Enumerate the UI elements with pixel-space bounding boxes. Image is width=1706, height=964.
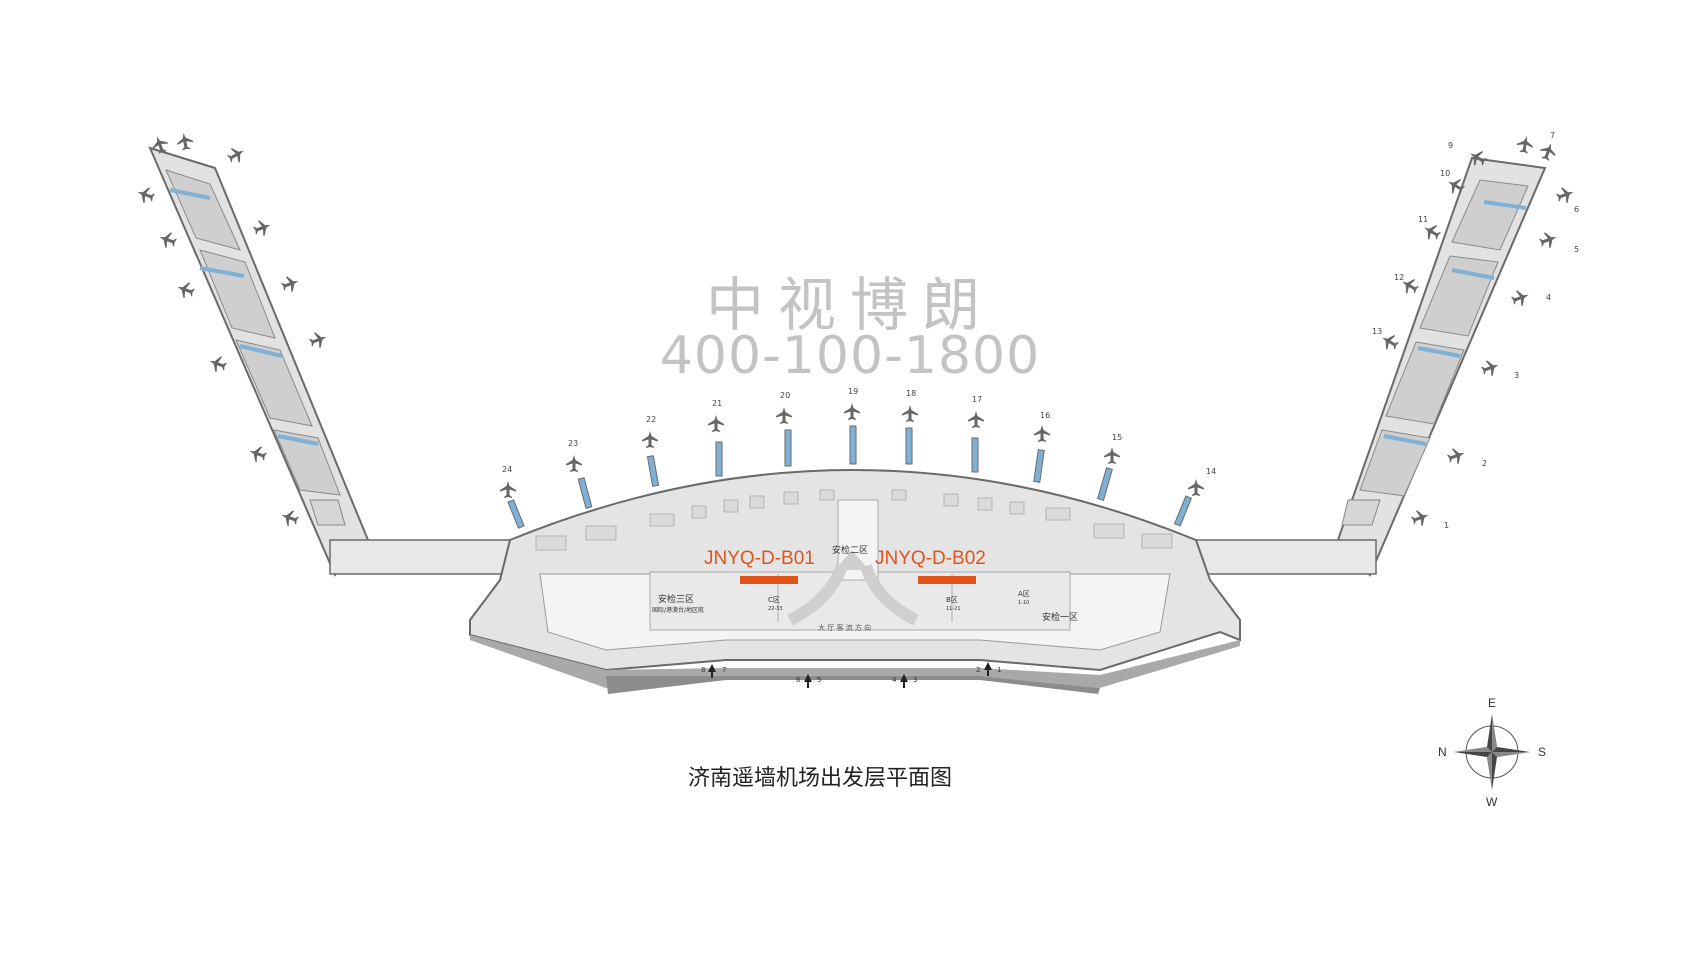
gate-label: 22 (646, 415, 656, 424)
entrance-label: 4 (892, 676, 897, 684)
security-zone-2: 安检二区 (832, 544, 868, 556)
gate-label: 19 (848, 387, 858, 396)
ad-spot-b01-label[interactable]: JNYQ-D-B01 (704, 548, 815, 569)
entrances: 8 7 6 5 4 3 2 1 (701, 662, 1001, 688)
gate-label: 20 (780, 391, 790, 400)
compass-e: E (1488, 696, 1497, 710)
gate-label: 10 (1440, 169, 1450, 178)
entrance-label: 2 (976, 666, 980, 674)
map-title: 济南遥墙机场出发层平面图 (687, 766, 952, 791)
gate-label: 24 (502, 465, 512, 474)
gate-label: 6 (1574, 205, 1579, 214)
right-pier (1336, 134, 1577, 577)
gate-label: 11 (1418, 215, 1428, 224)
security-zone-3-sub: 国际/港澳台/地区航 (652, 606, 704, 614)
gate-numbers: 24 23 22 21 20 19 18 17 16 15 14 9 10 11… (502, 131, 1579, 530)
checkin-zone-b-range: 11-21 (946, 606, 961, 612)
security-zone-3: 安检三区 (658, 593, 694, 605)
checkin-zone-b: B区 (946, 596, 958, 604)
gate-label: 16 (1040, 411, 1050, 420)
gate-label: 21 (712, 399, 722, 408)
connectors (329, 539, 1377, 575)
watermark-phone: 400-100-1800 (659, 326, 1041, 386)
left-pier (134, 131, 370, 577)
gate-label: 13 (1372, 327, 1382, 336)
checkin-zone-c: C区 (768, 596, 780, 604)
entrance-label: 8 (701, 666, 705, 674)
gate-label: 5 (1574, 245, 1579, 254)
gate-label: 1 (1444, 521, 1449, 530)
gate-label: 2 (1482, 459, 1487, 468)
ad-spot-b02-label[interactable]: JNYQ-D-B02 (875, 548, 986, 569)
center-jetways (500, 403, 1204, 529)
gate-label: 15 (1112, 433, 1122, 442)
gate-label: 3 (1514, 371, 1519, 380)
entrance-label: 1 (997, 666, 1001, 674)
compass-n: N (1438, 745, 1447, 759)
entrance-label: 3 (913, 676, 917, 684)
entrance-label: 7 (722, 666, 726, 674)
entrance-label: 5 (817, 676, 821, 684)
watermark-brand: 中视博朗 (705, 271, 994, 339)
gate-label: 17 (972, 395, 982, 404)
gate-label: 14 (1206, 467, 1216, 476)
compass-rose (1454, 714, 1530, 790)
gate-label: 4 (1546, 293, 1551, 302)
compass-w: W (1486, 795, 1498, 809)
entrance-label: 6 (796, 676, 801, 684)
gate-label: 18 (906, 389, 916, 398)
zone-labels: 安检三区 国际/港澳台/地区航 安检二区 安检一区 C区 22-33 B区 11… (652, 544, 1078, 632)
main-terminal (469, 469, 1241, 694)
gate-label: 12 (1394, 273, 1404, 282)
gate-label: 7 (1550, 131, 1555, 140)
compass-s: S (1538, 745, 1547, 759)
flow-direction-label: 大 厅 客 流 方 向 (818, 623, 871, 632)
security-zone-1: 安检一区 (1042, 611, 1078, 623)
checkin-zone-a: A区 (1018, 590, 1030, 598)
gate-label: 23 (568, 439, 578, 448)
checkin-zone-a-range: 1-10 (1018, 600, 1029, 606)
checkin-zone-c-range: 22-33 (768, 606, 783, 612)
gate-label: 9 (1448, 141, 1453, 150)
